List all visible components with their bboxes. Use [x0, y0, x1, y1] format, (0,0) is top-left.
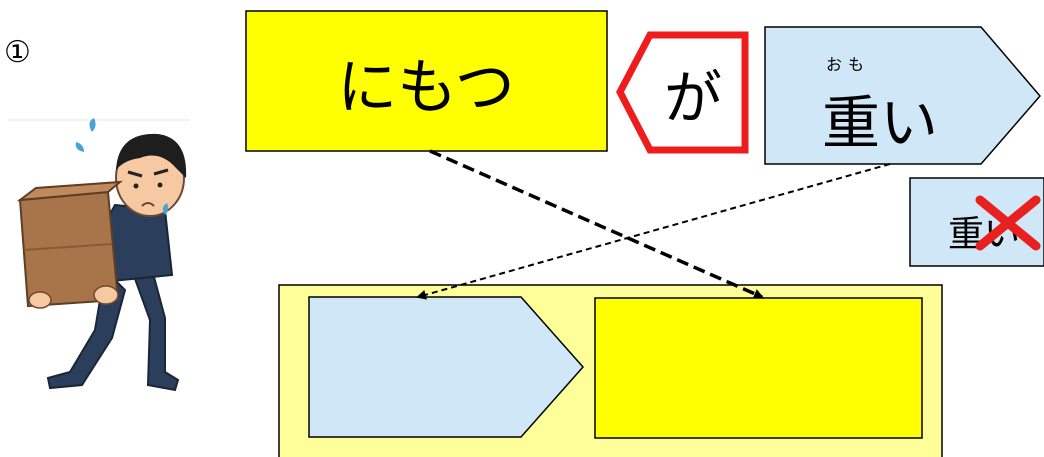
predicate-text: 重い — [822, 89, 938, 157]
arrow-predicate-to-answer — [416, 163, 891, 300]
predicate-furigana: おも — [826, 55, 870, 74]
particle-text: が — [664, 64, 722, 132]
particle-box — [616, 31, 749, 154]
subject-box — [245, 10, 608, 152]
answer-subject-slot[interactable] — [594, 297, 923, 439]
answer-predicate-slot[interactable] — [308, 296, 585, 438]
cross-mark-icon — [975, 195, 1041, 251]
arrow-subject-to-answer — [429, 149, 764, 299]
man-carrying-box-illustration — [8, 118, 190, 392]
subject-text: にもつ — [337, 53, 515, 123]
problem-number: ① — [4, 35, 31, 70]
wrong-box — [909, 177, 1044, 267]
predicate-box — [764, 26, 1041, 165]
